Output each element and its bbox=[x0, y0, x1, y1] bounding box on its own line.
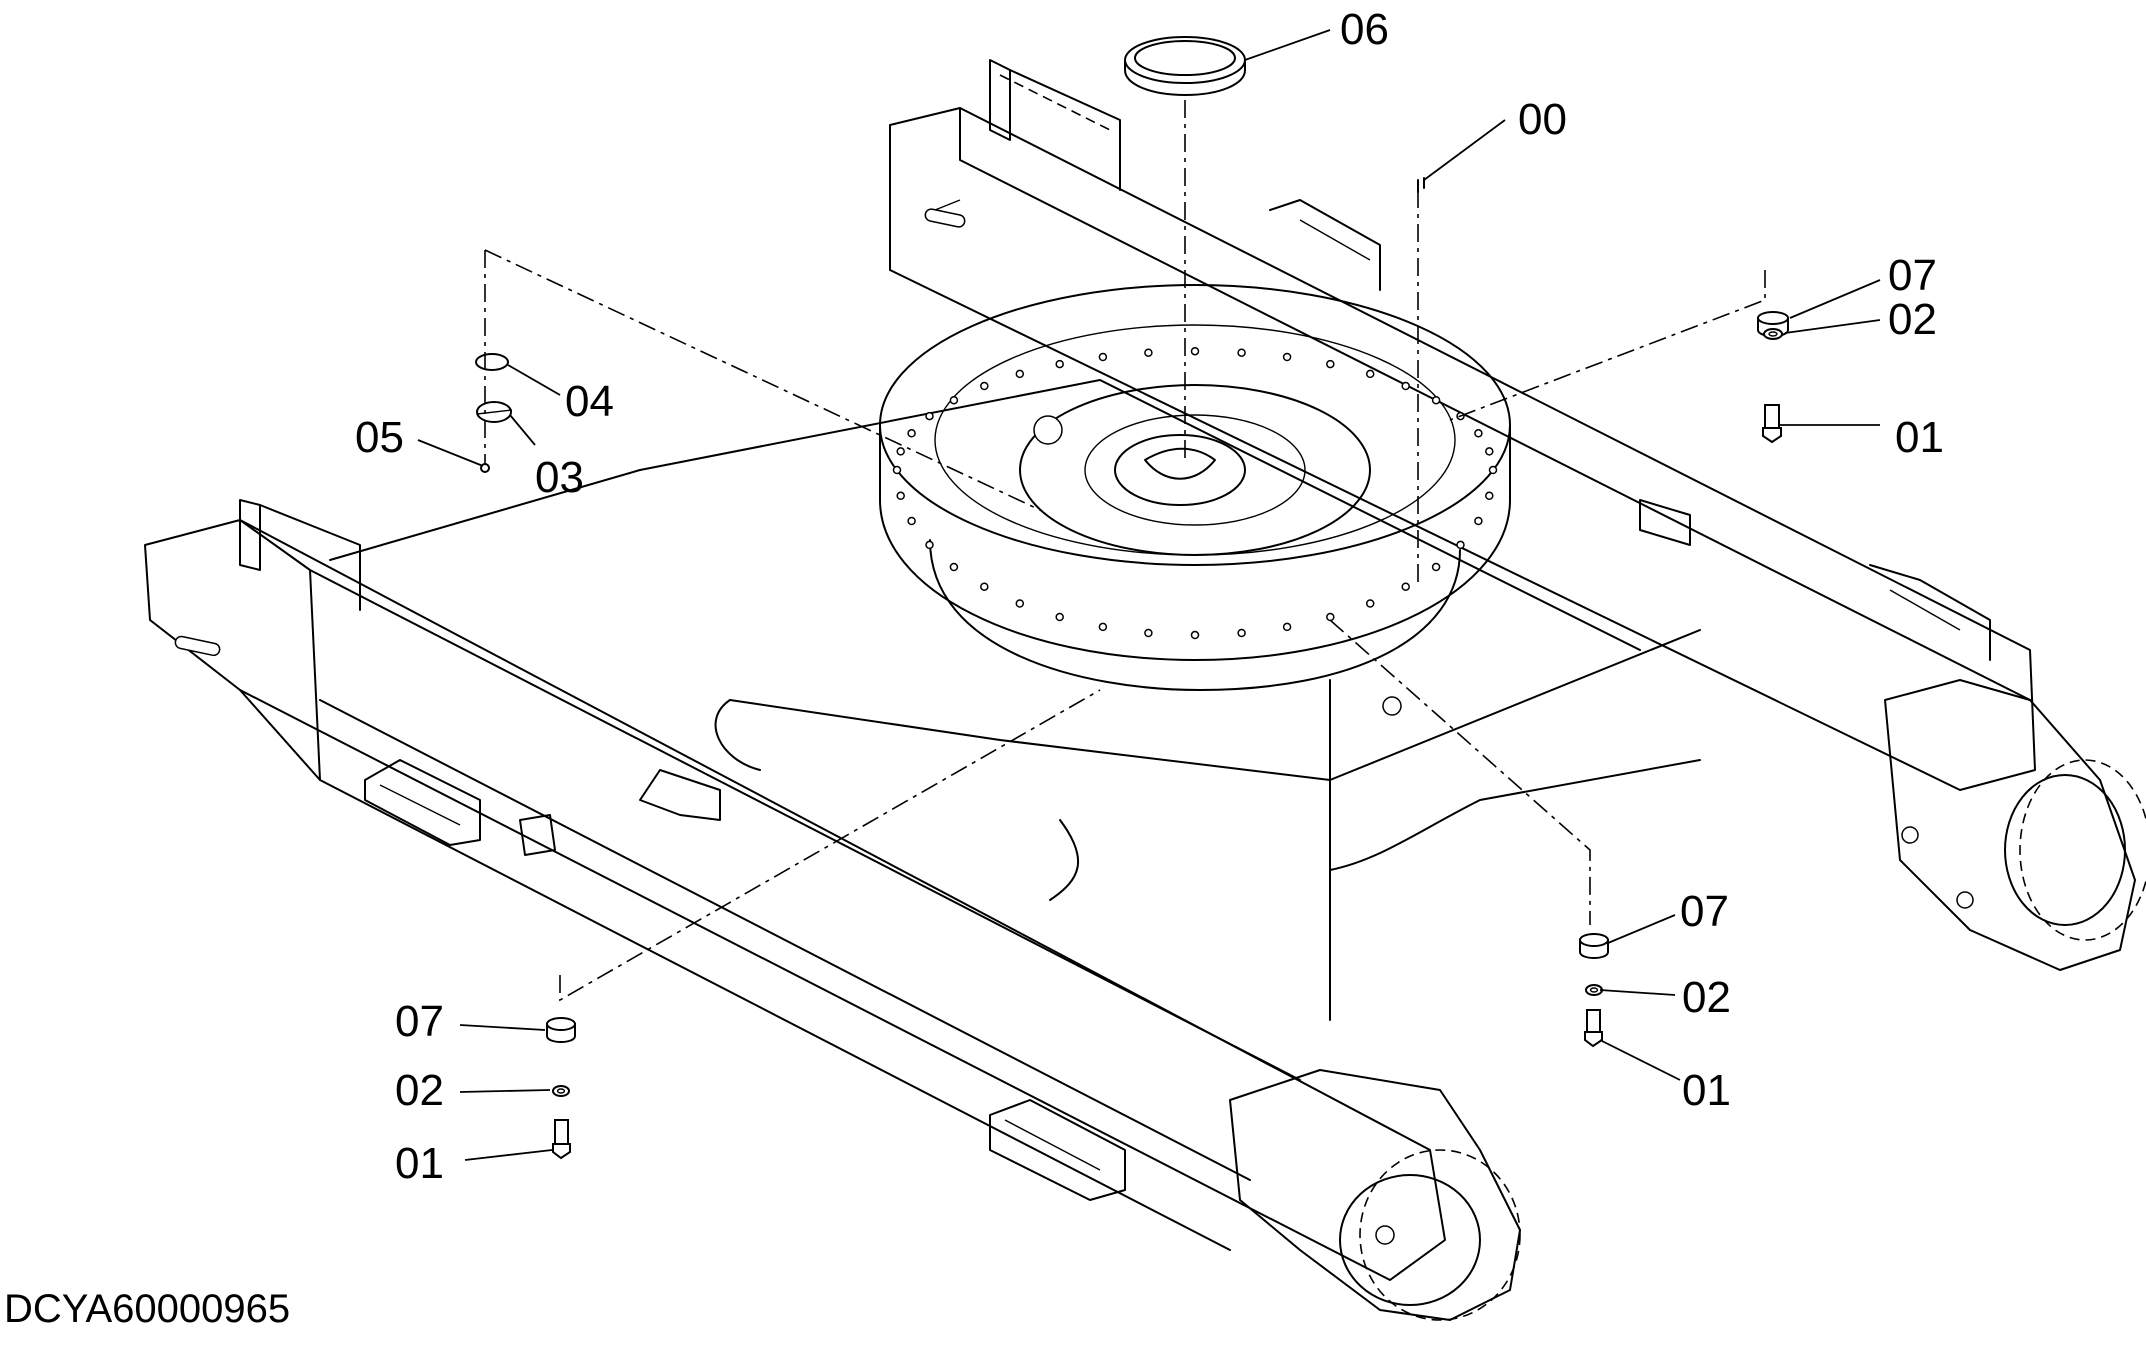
bolt-hole bbox=[1144, 348, 1153, 357]
bolt-hole bbox=[1365, 599, 1375, 608]
bolt-hole bbox=[1144, 628, 1153, 638]
bolt-hole bbox=[1098, 352, 1108, 362]
callout-02-left: 02 bbox=[395, 1066, 444, 1115]
bolt-hole bbox=[1474, 516, 1483, 526]
bolt-hole bbox=[1401, 381, 1410, 391]
bolt-hole bbox=[925, 411, 934, 421]
callout-02-right: 02 bbox=[1888, 295, 1937, 344]
callout-00: 00 bbox=[1518, 95, 1567, 144]
swing-circle-bolt-holes bbox=[892, 346, 1498, 640]
bolt-hole bbox=[1326, 359, 1335, 369]
bolt-hole bbox=[892, 465, 902, 475]
bolt-hole bbox=[1282, 352, 1292, 362]
bolt-stack-middle bbox=[1579, 933, 1609, 1048]
bolt-hole bbox=[949, 395, 959, 405]
document-id: DCYA60000965 bbox=[4, 1287, 290, 1331]
bolt-hole bbox=[1282, 622, 1292, 632]
callout-07-middle: 07 bbox=[1680, 887, 1729, 936]
rear-track-frame bbox=[889, 59, 2036, 791]
bolt-hole bbox=[1237, 348, 1246, 357]
bolt-hole bbox=[907, 429, 916, 438]
bolt-hole bbox=[1055, 612, 1064, 622]
swing-circle bbox=[879, 284, 1511, 716]
bolt-hole bbox=[1015, 599, 1025, 608]
bolt-hole bbox=[980, 582, 989, 591]
bolt-hole bbox=[907, 516, 916, 526]
bolt-hole bbox=[925, 540, 934, 550]
part-00-pin bbox=[1417, 177, 1425, 193]
bolt-hole bbox=[1431, 395, 1441, 405]
callout-02-middle: 02 bbox=[1682, 973, 1731, 1022]
callout-01-left: 01 bbox=[395, 1139, 444, 1188]
bolt-hole bbox=[980, 381, 989, 391]
callout-05: 05 bbox=[355, 413, 404, 462]
bolt-hole bbox=[1190, 346, 1200, 356]
bolt-hole bbox=[896, 491, 905, 501]
callout-leaders bbox=[417, 29, 1881, 1161]
callout-labels: 06 00 07 02 01 04 05 03 07 02 01 07 02 0… bbox=[355, 5, 1944, 1188]
bolt-hole bbox=[896, 447, 905, 456]
rear-idler-right bbox=[1884, 679, 2146, 971]
bolt-hole bbox=[1474, 429, 1483, 438]
bolt-hole bbox=[1098, 622, 1108, 632]
callout-07-right: 07 bbox=[1888, 251, 1937, 300]
bolt-hole bbox=[1485, 491, 1494, 501]
part-06-seal bbox=[1124, 36, 1246, 96]
bolt-hole bbox=[1365, 369, 1375, 379]
parts-04-03-05 bbox=[475, 353, 513, 473]
callout-03: 03 bbox=[535, 453, 584, 502]
bolt-hole bbox=[1015, 369, 1025, 379]
bolt-hole bbox=[1237, 628, 1246, 638]
bolt-hole bbox=[1190, 630, 1200, 640]
bolt-stack-left bbox=[546, 1017, 576, 1160]
front-idler-lower bbox=[1229, 1069, 1521, 1321]
bolt-hole bbox=[1401, 582, 1410, 591]
callout-07-left: 07 bbox=[395, 997, 444, 1046]
callout-04: 04 bbox=[565, 377, 614, 426]
front-track-frame bbox=[144, 499, 1446, 1281]
dash-dot-leaders bbox=[484, 100, 1766, 1002]
bolt-hole bbox=[1456, 540, 1465, 550]
callout-01-right: 01 bbox=[1895, 413, 1944, 462]
bolt-stack-right bbox=[1757, 311, 1789, 444]
bolt-hole bbox=[1485, 447, 1494, 456]
bolt-hole bbox=[1431, 562, 1441, 572]
bolt-hole bbox=[1055, 359, 1064, 369]
callout-06: 06 bbox=[1340, 5, 1389, 54]
bolt-hole bbox=[949, 562, 959, 572]
callout-01-middle: 01 bbox=[1682, 1066, 1731, 1115]
bolt-hole bbox=[1488, 465, 1498, 475]
bolt-hole bbox=[1326, 612, 1335, 622]
